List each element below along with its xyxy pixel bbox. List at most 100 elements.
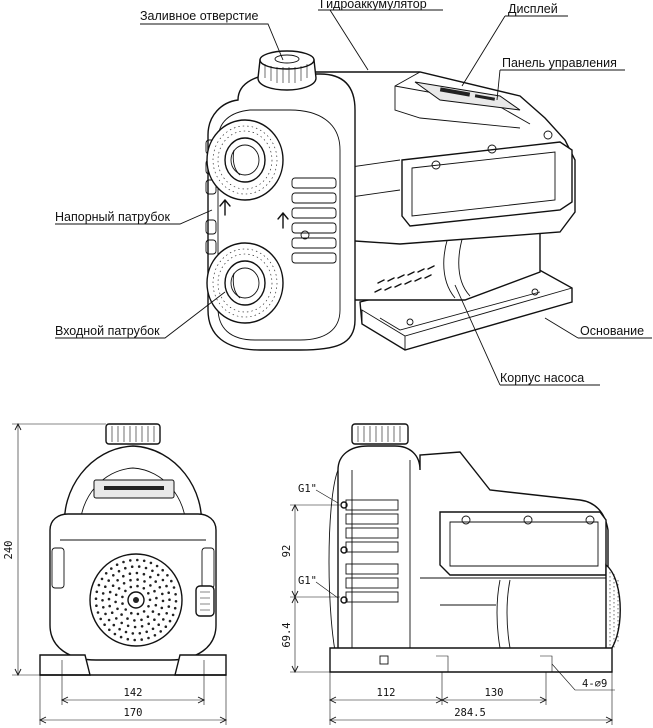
callout-inlet: Входной патрубок bbox=[55, 324, 160, 338]
perforation-hole bbox=[112, 574, 115, 577]
perforation-hole bbox=[174, 593, 177, 596]
callout-base: Основание bbox=[580, 324, 644, 338]
perforation-hole bbox=[145, 630, 148, 634]
dim-base-width: 170 bbox=[124, 707, 143, 719]
perforation-hole bbox=[171, 613, 175, 617]
perforation-hole bbox=[149, 561, 153, 565]
flow-arrow-icon bbox=[277, 212, 289, 229]
perforation-hole bbox=[155, 596, 158, 600]
perforation-hole bbox=[126, 624, 130, 628]
perforation-hole bbox=[136, 558, 139, 562]
perforation-hole bbox=[143, 580, 146, 583]
perforation-hole bbox=[170, 579, 173, 583]
perforation-hole bbox=[153, 634, 157, 637]
perforation-hole bbox=[137, 565, 141, 568]
perforation-hole bbox=[157, 613, 161, 616]
callout-outlet: Напорный патрубок bbox=[55, 210, 170, 224]
perforation-hole bbox=[151, 627, 155, 631]
perforation-hole bbox=[124, 608, 127, 611]
perforation-hole bbox=[154, 603, 158, 607]
perforation-hole bbox=[155, 564, 159, 568]
side-dimensions bbox=[290, 489, 615, 725]
perforation-hole bbox=[129, 578, 132, 582]
perforation-hole bbox=[126, 617, 129, 620]
perforation-hole bbox=[151, 610, 155, 613]
perforation-hole bbox=[161, 578, 165, 582]
front-perforation bbox=[94, 558, 178, 642]
callout-accumulator: Гидроаккумулятор bbox=[320, 0, 427, 11]
perforation-hole bbox=[172, 586, 176, 589]
perforation-hole bbox=[110, 611, 114, 614]
perforation-hole bbox=[122, 560, 125, 564]
perforation-hole bbox=[165, 584, 168, 588]
perforation-hole bbox=[97, 583, 101, 587]
perforation-hole bbox=[121, 602, 124, 605]
perforation-hole bbox=[131, 632, 135, 635]
perforation-hole bbox=[124, 566, 127, 570]
outlet-port bbox=[206, 119, 284, 201]
perforation-hole bbox=[153, 589, 156, 593]
callout-control-panel: Панель управления bbox=[502, 56, 617, 70]
perforation-hole bbox=[117, 587, 121, 590]
accumulator-body bbox=[299, 71, 576, 245]
perforation-hole bbox=[149, 575, 152, 579]
dim-height: 240 bbox=[3, 541, 15, 560]
perforation-hole bbox=[133, 619, 136, 622]
dim-mount-holes: 4-∅9 bbox=[582, 678, 607, 690]
perforation-hole bbox=[149, 584, 152, 587]
callout-pump-body: Корпус насоса bbox=[500, 371, 584, 385]
perforation-hole bbox=[102, 606, 105, 609]
front-face bbox=[205, 73, 356, 351]
perforation-hole bbox=[108, 628, 111, 632]
perforation-hole bbox=[114, 600, 117, 604]
dim-thread-top: G1" bbox=[298, 483, 317, 495]
perforation-hole bbox=[124, 589, 127, 593]
perforation-hole bbox=[142, 587, 146, 590]
dim-front-to-mount: 112 bbox=[377, 687, 396, 699]
perforation-hole bbox=[107, 579, 110, 582]
perforation-hole bbox=[148, 598, 152, 602]
perforation-hole bbox=[116, 579, 119, 582]
perforation-hole bbox=[160, 606, 164, 610]
dim-port-spacing: 92 bbox=[281, 545, 293, 558]
perforation-hole bbox=[94, 597, 98, 600]
perforation-hole bbox=[162, 618, 165, 621]
perforation-hole bbox=[164, 625, 168, 628]
perforation-hole bbox=[147, 592, 150, 595]
perforation-hole bbox=[161, 599, 165, 603]
perforation-hole bbox=[111, 584, 115, 587]
perforation-hole bbox=[101, 599, 104, 602]
inlet-port bbox=[206, 242, 284, 324]
perforation-hole bbox=[117, 569, 121, 573]
perforation-hole bbox=[130, 611, 133, 615]
perforation-hole bbox=[157, 623, 160, 626]
perforation-hole bbox=[140, 625, 144, 628]
callout-fill-hole: Заливное отверстие bbox=[140, 9, 258, 23]
perforation-hole bbox=[159, 630, 162, 633]
dim-length: 284.5 bbox=[454, 707, 486, 719]
perforation-hole bbox=[140, 618, 143, 622]
perforation-hole bbox=[144, 566, 148, 570]
perforation-hole bbox=[154, 580, 157, 583]
perforation-hole bbox=[158, 586, 162, 589]
perforation-hole bbox=[100, 577, 104, 581]
perforation-hole bbox=[161, 592, 164, 596]
perforation-hole bbox=[165, 612, 168, 615]
side-fins bbox=[205, 139, 337, 264]
dim-mount-spacing: 130 bbox=[485, 687, 504, 699]
perforation-hole bbox=[136, 612, 140, 616]
perforation-hole bbox=[167, 591, 170, 594]
perforation-hole bbox=[112, 623, 116, 627]
perforation-hole bbox=[122, 582, 126, 585]
perforation-hole bbox=[146, 615, 150, 618]
perforation-hole bbox=[115, 617, 118, 620]
callout-leaders bbox=[55, 9, 652, 386]
perforation-hole bbox=[166, 574, 169, 577]
perforation-hole bbox=[96, 611, 100, 614]
perforation-hole bbox=[167, 605, 171, 608]
perforation-hole bbox=[147, 622, 150, 626]
perforation-hole bbox=[147, 605, 150, 608]
perforation-hole bbox=[168, 598, 171, 601]
perforation-hole bbox=[138, 632, 142, 635]
